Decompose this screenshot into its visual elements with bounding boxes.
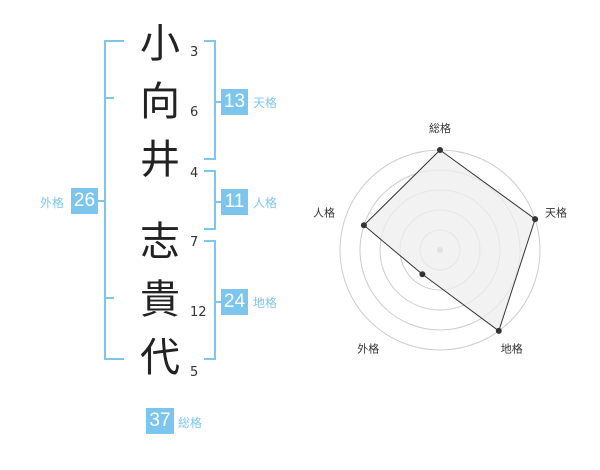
stroke-count-3: 4 — [190, 166, 199, 181]
soukaku-badge: 37 — [146, 408, 174, 434]
chikaku-badge: 24 — [221, 289, 248, 315]
radar-axis-label-5: 人格 — [313, 205, 335, 219]
tenkaku-badge: 13 — [221, 89, 248, 115]
soukaku-label: 総格 — [178, 416, 203, 430]
radar-point-2 — [532, 216, 539, 223]
radar-point-5 — [360, 222, 367, 229]
name-char-2: 向 — [140, 79, 180, 125]
name-char-4: 志 — [140, 219, 180, 265]
radar-polygon — [363, 149, 536, 332]
gaikaku-bracket-tick-bottom — [104, 297, 114, 299]
name-char-1: 小 — [140, 21, 180, 67]
tenkaku-label: 天格 — [253, 96, 278, 110]
chikaku-bracket — [204, 240, 216, 360]
radar-axis-label-2: 天格 — [545, 205, 567, 219]
radar-axis-label-1: 総格 — [429, 121, 451, 135]
chikaku-label: 地格 — [253, 296, 278, 310]
stroke-count-1: 3 — [190, 45, 199, 60]
name-char-5: 貴 — [140, 277, 180, 323]
chikaku-connector — [215, 301, 223, 303]
gaikaku-bracket-tick-top — [104, 97, 114, 99]
jinkaku-bracket — [204, 170, 216, 230]
jinkaku-label: 人格 — [253, 196, 278, 210]
gaikaku-label: 外格 — [40, 196, 65, 210]
stroke-count-4: 7 — [190, 235, 199, 250]
gaikaku-connector — [97, 200, 105, 202]
stroke-count-5: 12 — [190, 305, 207, 320]
gaikaku-badge: 26 — [71, 188, 98, 214]
radar-point-4 — [419, 271, 426, 278]
radar-axis-label-3: 地格 — [501, 342, 523, 356]
jinkaku-connector — [215, 201, 223, 203]
stroke-count-2: 6 — [190, 105, 199, 120]
tenkaku-connector — [215, 101, 223, 103]
tenkaku-bracket — [204, 40, 216, 160]
name-char-3: 井 — [140, 137, 180, 183]
jinkaku-badge: 11 — [221, 189, 248, 215]
radar-axis-label-4: 外格 — [357, 342, 379, 356]
radar-point-1 — [437, 147, 443, 153]
gaikaku-bracket — [104, 40, 124, 360]
radar-point-3 — [495, 327, 502, 334]
stroke-count-6: 5 — [190, 365, 199, 380]
name-char-6: 代 — [140, 335, 180, 381]
